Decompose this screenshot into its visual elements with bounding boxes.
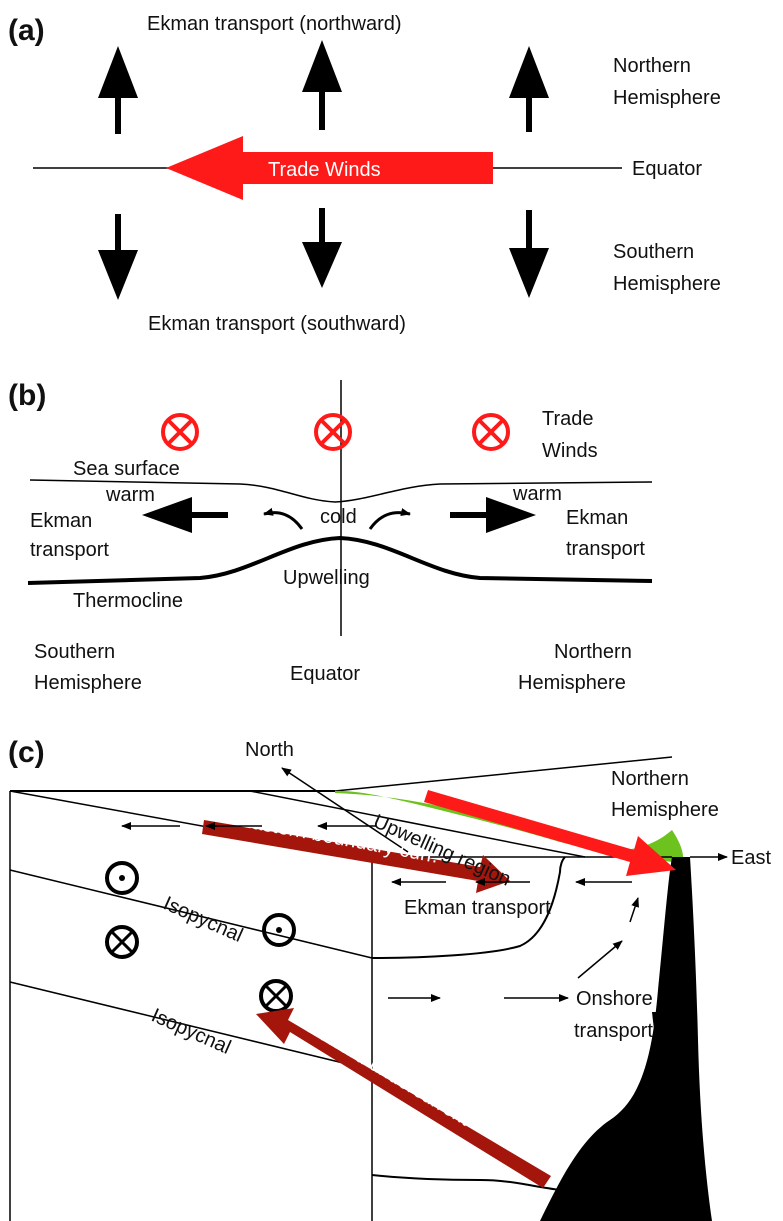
- svg-text:Trade: Trade: [542, 408, 594, 430]
- flow-out-of-page-icon-1: [105, 861, 139, 895]
- ekman-label-left-b: Ekman transport: [30, 510, 109, 561]
- wind-into-page-icon-2: [314, 413, 352, 451]
- flow-out-of-page-icon-2: [262, 913, 296, 947]
- svg-text:Northern: Northern: [554, 641, 632, 663]
- continental-shelf: [540, 857, 712, 1221]
- svg-text:Ekman: Ekman: [30, 510, 92, 532]
- divergence-arrow-right: [368, 508, 411, 530]
- equator-label-a: Equator: [632, 158, 702, 180]
- shelf-overlap: [652, 1012, 690, 1060]
- warm-right-label: warm: [512, 483, 562, 505]
- svg-text:transport: transport: [566, 538, 645, 560]
- top-inner-edge: [249, 790, 586, 858]
- sea-surface-label: Sea surface: [73, 458, 180, 480]
- panel-a: (a) Ekman transport (northward) Northern…: [8, 13, 721, 335]
- thermocline-line: [27, 535, 653, 585]
- upwelling-vertical-arrow: [629, 897, 639, 923]
- svg-text:transport: transport: [574, 1020, 653, 1042]
- warm-left-label: warm: [105, 484, 155, 506]
- svg-text:Winds: Winds: [542, 440, 598, 462]
- panel-a-tag: (a): [8, 14, 45, 47]
- panel-c-tag: (c): [8, 736, 45, 769]
- svg-text:Southern: Southern: [613, 241, 694, 263]
- south-arrow-1: [98, 214, 138, 300]
- east-label: East: [731, 847, 771, 869]
- svg-text:Northern: Northern: [613, 55, 691, 77]
- svg-text:transport: transport: [30, 539, 109, 561]
- ekman-arrow-right: [450, 497, 536, 533]
- panel-b-tag: (b): [8, 379, 46, 412]
- svg-text:Onshore: Onshore: [576, 988, 653, 1010]
- trade-wind-symbols: [161, 413, 510, 451]
- poleward-undercurrent-label: Poleward undercurrent: [289, 1007, 474, 1130]
- isopycnal-line-1: [9, 869, 373, 959]
- trade-winds-label-b: Trade Winds: [542, 408, 598, 462]
- northern-hemisphere-label-a: Northern Hemisphere: [613, 55, 721, 109]
- northern-hemisphere-label-c: Northern Hemisphere: [611, 768, 719, 821]
- wind-into-page-icon-3: [472, 413, 510, 451]
- ekman-southward-label: Ekman transport (southward): [148, 313, 406, 335]
- panel-b: (b) Trade Winds: [8, 379, 653, 694]
- svg-text:Hemisphere: Hemisphere: [611, 799, 719, 821]
- svg-text:Northern: Northern: [611, 768, 689, 790]
- cold-label: cold: [320, 506, 357, 528]
- north-arrow-3: [509, 46, 549, 132]
- thermocline-label: Thermocline: [73, 590, 183, 612]
- isopycnal-label-2: Isopycnal: [148, 1004, 234, 1058]
- svg-text:Ekman: Ekman: [566, 507, 628, 529]
- north-axis-arrow: [281, 767, 409, 853]
- isopycnal-line-2: [9, 981, 373, 1071]
- isopycnal-label-1: Isopycnal: [160, 892, 246, 946]
- flow-into-page-icon-2: [259, 979, 293, 1013]
- southern-hemisphere-label-b: Southern Hemisphere: [34, 641, 142, 694]
- svg-text:Hemisphere: Hemisphere: [613, 87, 721, 109]
- svg-text:Hemisphere: Hemisphere: [613, 273, 721, 295]
- front-isopycnal-2: [371, 1174, 561, 1191]
- onshore-transport-label: Onshore transport: [574, 988, 653, 1042]
- svg-text:Hemisphere: Hemisphere: [34, 672, 142, 694]
- southward-arrows: [98, 208, 549, 300]
- divergence-arrow-left: [263, 507, 304, 530]
- southern-hemisphere-label-a: Southern Hemisphere: [613, 241, 721, 295]
- north-arrow-1: [98, 46, 138, 134]
- equator-label-b: Equator: [290, 663, 360, 685]
- northward-arrows: [98, 40, 549, 134]
- svg-text:Hemisphere: Hemisphere: [518, 672, 626, 694]
- ekman-label-right-b: Ekman transport: [566, 507, 645, 560]
- onshore-pointer-arrow: [577, 940, 623, 979]
- north-label: North: [245, 739, 294, 761]
- poleward-undercurrent-arrow: Poleward undercurrent: [256, 1007, 551, 1188]
- south-arrow-3: [509, 210, 549, 298]
- south-arrow-2: [302, 208, 342, 288]
- front-isopycnal-1: [371, 856, 566, 959]
- ekman-arrow-left: [142, 497, 228, 533]
- ekman-transport-front: Ekman transport: [391, 878, 632, 919]
- trade-winds-label: Trade Winds: [268, 159, 381, 181]
- trade-winds-arrow: Trade Winds: [166, 136, 493, 200]
- ekman-northward-label: Ekman transport (northward): [147, 13, 402, 35]
- flow-into-page-icon-1: [105, 925, 139, 959]
- northern-hemisphere-label-b: Northern Hemisphere: [518, 641, 632, 694]
- wind-into-page-icon-1: [161, 413, 199, 451]
- ekman-transport-label-c: Ekman transport: [404, 897, 551, 919]
- svg-text:Southern: Southern: [34, 641, 115, 663]
- north-arrow-2: [302, 40, 342, 130]
- sea-surface-line: [29, 479, 653, 503]
- upwelling-label-b: Upwelling: [283, 567, 370, 589]
